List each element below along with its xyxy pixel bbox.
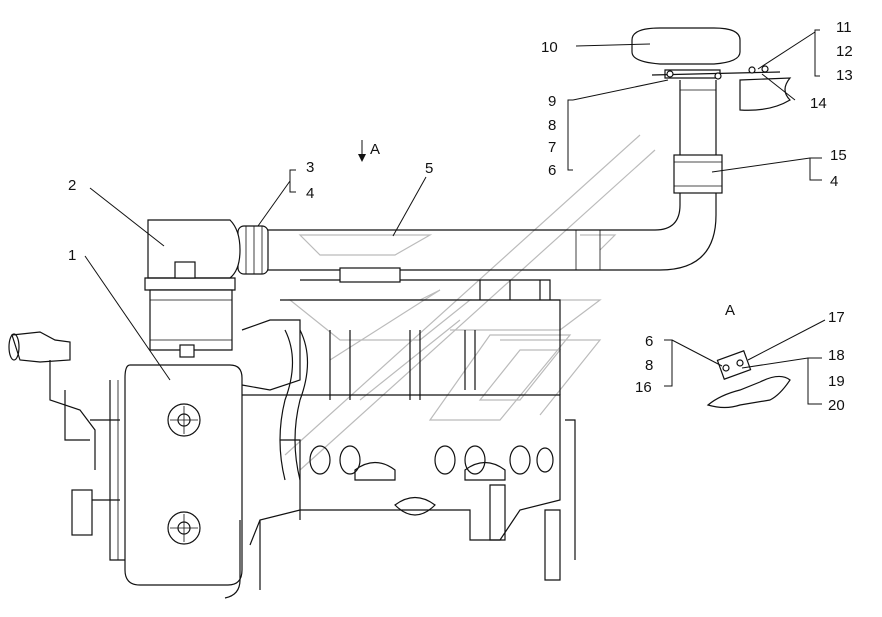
callout-8a: 8 (548, 117, 556, 134)
watermark-logo (284, 134, 656, 471)
callout-20: 20 (828, 397, 845, 414)
mounting-bracket (739, 77, 792, 111)
callout-3: 3 (306, 159, 314, 176)
callout-6a: 6 (548, 162, 556, 179)
callout-6b: 6 (645, 333, 653, 350)
callout-5: 5 (425, 160, 433, 177)
callout-8b: 8 (645, 357, 653, 374)
connecting-hose (237, 225, 269, 275)
callout-18: 18 (828, 347, 845, 364)
engine-block (71, 267, 576, 599)
air-filter-housing (144, 219, 241, 358)
callout-17: 17 (828, 309, 845, 326)
callout-7: 7 (548, 139, 556, 156)
callout-19: 19 (828, 373, 845, 390)
callout-labels: A A 1 2 3 4 5 9 8 7 6 10 11 12 13 14 15 … (68, 19, 853, 414)
leader-lines (84, 29, 826, 405)
callout-9: 9 (548, 93, 556, 110)
timing-cover (117, 364, 243, 586)
callout-13: 13 (836, 67, 853, 84)
inset-label: A (725, 302, 735, 319)
callout-12: 12 (836, 43, 853, 60)
callout-4b: 4 (830, 173, 838, 190)
view-label: A (370, 141, 380, 158)
callout-4a: 4 (306, 185, 314, 202)
callout-14: 14 (810, 95, 827, 112)
view-direction-arrow (358, 140, 366, 162)
detail-view-a (706, 350, 791, 409)
intake-pipe (240, 80, 723, 271)
callout-1: 1 (68, 247, 76, 264)
pre-cleaner-cap (631, 27, 781, 80)
callout-10: 10 (541, 39, 558, 56)
water-outlet (8, 331, 96, 470)
callout-16: 16 (635, 379, 652, 396)
callout-15: 15 (830, 147, 847, 164)
callout-11: 11 (836, 19, 852, 36)
callout-2: 2 (68, 177, 76, 194)
